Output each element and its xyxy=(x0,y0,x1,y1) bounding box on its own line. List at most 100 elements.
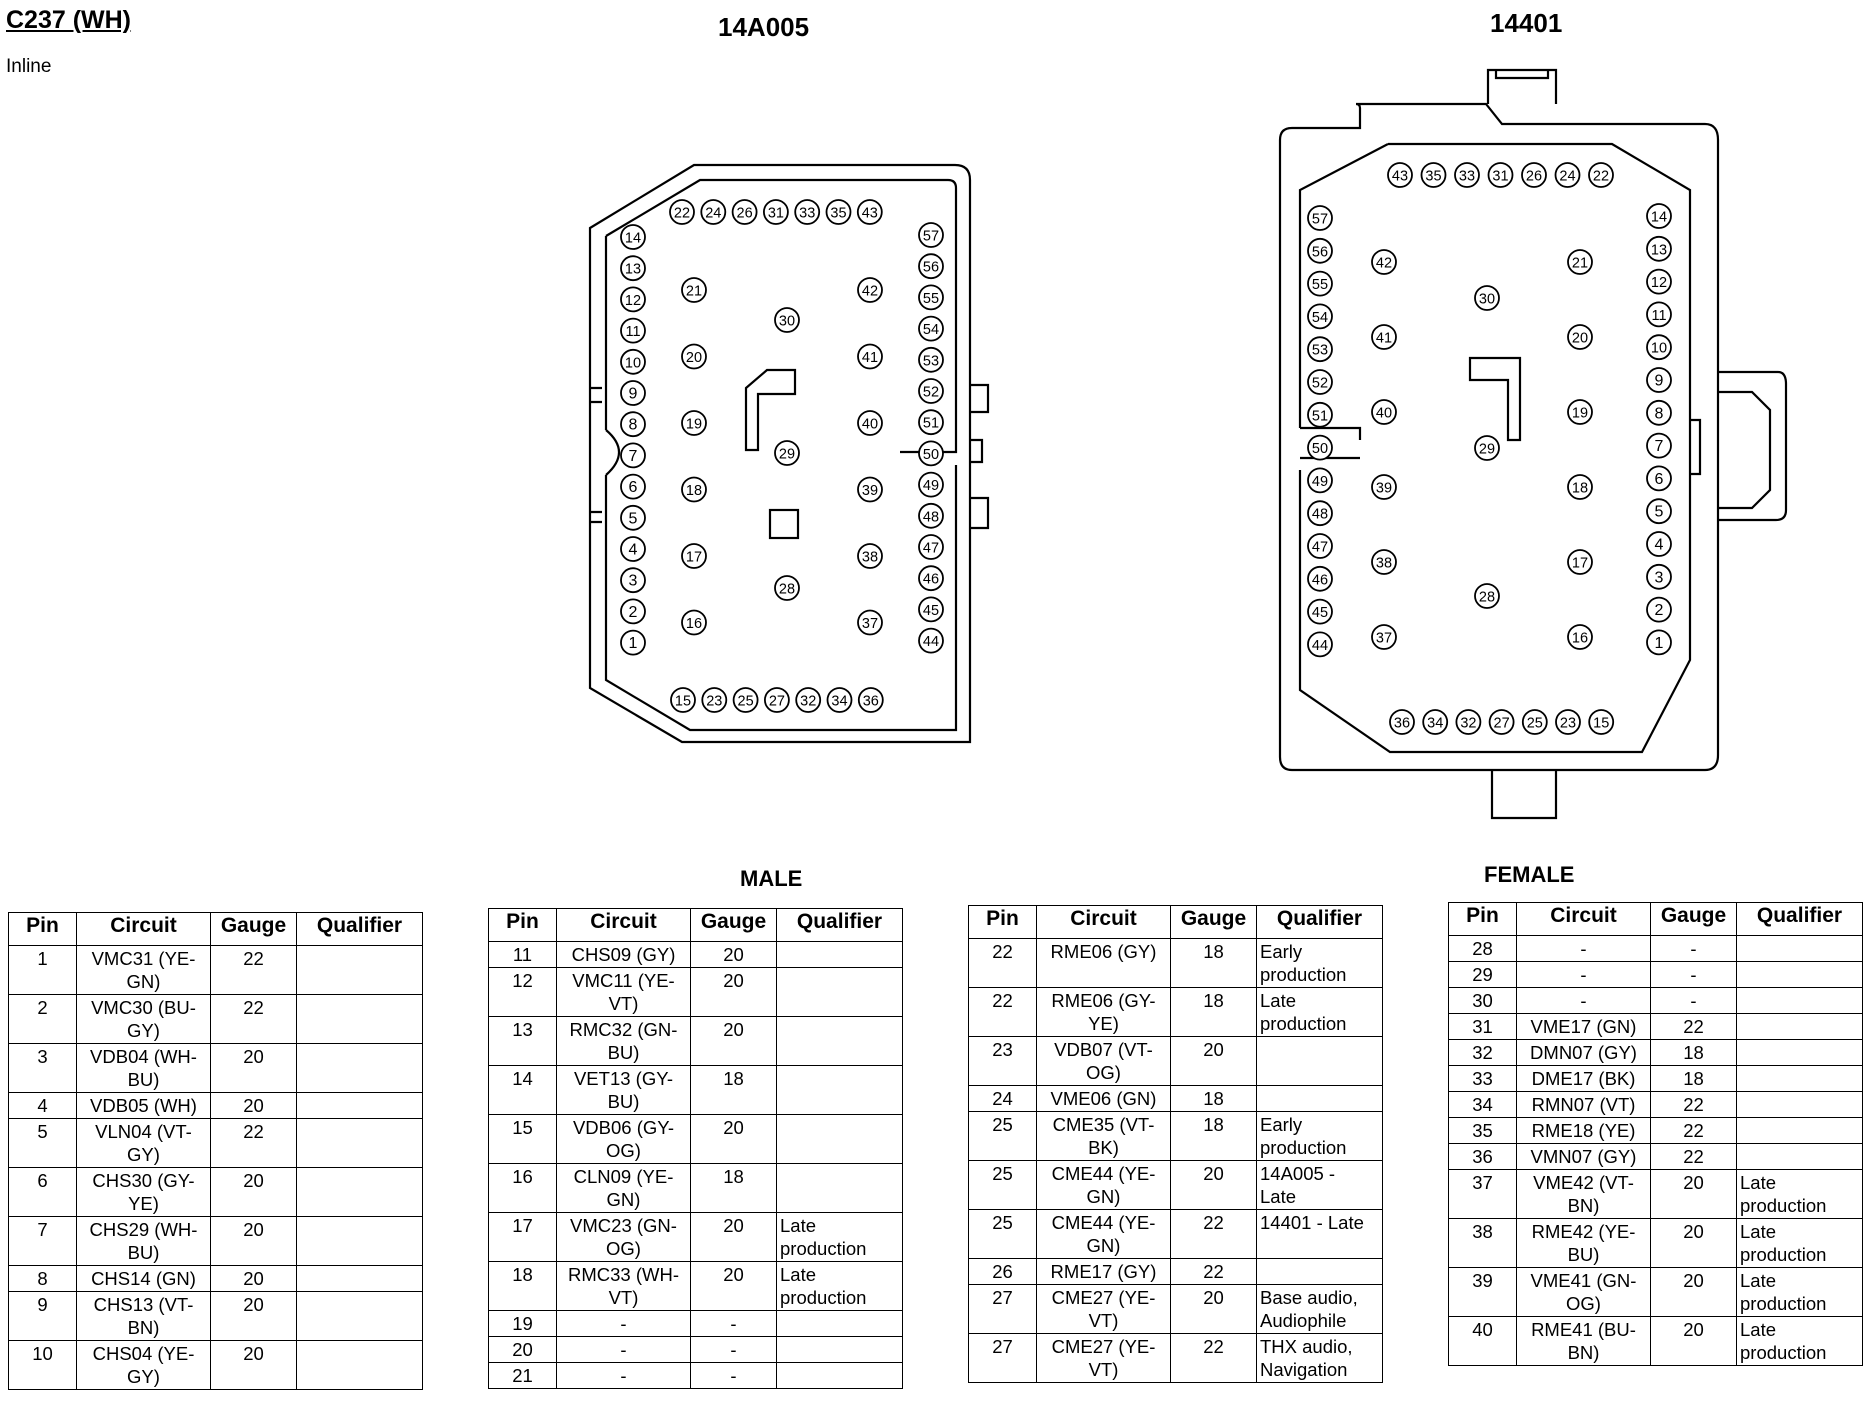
circuit-cell: VLN04 (VT-GY) xyxy=(76,1118,211,1168)
circuit-cell: RMC32 (GN-BU) xyxy=(556,1016,691,1066)
male-pin-label-51: 51 xyxy=(923,416,939,432)
female-pin-label-10: 10 xyxy=(1651,341,1667,357)
female-pin-label-24: 24 xyxy=(1559,169,1575,185)
male-pin-26 xyxy=(731,199,758,225)
female-pin-8 xyxy=(1646,399,1672,426)
pin-cell: 12 xyxy=(488,967,557,1017)
female-pin-label-55: 55 xyxy=(1312,277,1328,293)
female-pin-4 xyxy=(1646,531,1672,557)
female-top-tab xyxy=(1486,68,1558,104)
qualifier-cell xyxy=(1256,1258,1383,1285)
circuit-cell: - xyxy=(1516,961,1651,988)
female-pin-52 xyxy=(1307,369,1333,395)
male-pin-40 xyxy=(857,410,883,436)
female-pin-label-52: 52 xyxy=(1312,376,1328,392)
male-pin-27 xyxy=(764,687,790,713)
female-pin-7 xyxy=(1646,432,1672,459)
male-pin-54 xyxy=(918,315,944,342)
female-pin-5 xyxy=(1646,498,1672,525)
pin-cell: 27 xyxy=(968,1284,1037,1334)
male-pin-38 xyxy=(857,543,883,569)
male-pin-37 xyxy=(857,609,883,636)
female-pin-30 xyxy=(1474,285,1500,311)
circuit-cell: - xyxy=(556,1362,691,1389)
male-pin-label-41: 41 xyxy=(862,350,878,366)
female-pin-33 xyxy=(1454,162,1480,188)
female-pin-label-38: 38 xyxy=(1376,556,1392,572)
gauge-cell: - xyxy=(1650,987,1737,1014)
female-pin-label-1: 1 xyxy=(1655,635,1664,652)
pin-cell: 18 xyxy=(488,1261,557,1311)
pin-cell: 37 xyxy=(1448,1169,1517,1219)
male-pin-label-16: 16 xyxy=(686,616,702,632)
circuit-cell: CME27 (YE-VT) xyxy=(1036,1333,1171,1383)
female-pin-46 xyxy=(1307,565,1333,592)
table-row: 20-- xyxy=(488,1336,903,1363)
male-pin-label-19: 19 xyxy=(686,417,702,433)
header-circuit: Circuit xyxy=(556,908,691,942)
male-pin-12 xyxy=(620,286,646,313)
qualifier-cell: THX audio,Navigation xyxy=(1256,1333,1383,1383)
female-pin-label-20: 20 xyxy=(1572,331,1588,347)
circuit-cell: VMC30 (BU-GY) xyxy=(76,994,211,1044)
female-bottom-tab xyxy=(1490,770,1558,820)
male-pin-label-50: 50 xyxy=(923,447,939,463)
male-pin-label-22: 22 xyxy=(674,206,690,222)
header-circuit: Circuit xyxy=(1036,905,1171,939)
circuit-cell: DME17 (BK) xyxy=(1516,1065,1651,1092)
male-pin-label-53: 53 xyxy=(923,353,939,369)
header-pin: Pin xyxy=(488,908,557,942)
qualifier-cell xyxy=(776,1336,903,1363)
circuit-cell: VDB07 (VT-OG) xyxy=(1036,1036,1171,1086)
female-pin-label-26: 26 xyxy=(1526,169,1542,185)
header-gauge: Gauge xyxy=(210,912,297,946)
male-pin-16 xyxy=(681,609,707,636)
male-pin-label-2: 2 xyxy=(629,604,638,621)
gauge-cell: 18 xyxy=(690,1163,777,1213)
female-center-key xyxy=(1468,356,1522,442)
qualifier-cell xyxy=(776,941,903,968)
qualifier-cell xyxy=(1736,961,1863,988)
connector-title: C237 (WH) xyxy=(6,6,132,34)
male-pin-3 xyxy=(620,567,646,594)
male-pin-label-37: 37 xyxy=(862,616,878,632)
female-pin-label-51: 51 xyxy=(1312,408,1328,424)
pin-cell: 24 xyxy=(968,1085,1037,1112)
female-pin-56 xyxy=(1307,237,1333,264)
gauge-cell: 20 xyxy=(1170,1160,1257,1210)
pin-cell: 7 xyxy=(8,1216,77,1266)
qualifier-cell xyxy=(776,1016,903,1066)
male-pin-4 xyxy=(620,536,646,562)
female-pin-20 xyxy=(1567,324,1593,350)
female-pin-12 xyxy=(1646,268,1672,295)
gauge-cell: 22 xyxy=(210,994,297,1044)
male-pin-label-56: 56 xyxy=(923,260,939,276)
pin-cell: 25 xyxy=(968,1209,1037,1259)
pin-cell: 13 xyxy=(488,1016,557,1066)
male-pin-33 xyxy=(794,199,821,225)
male-pin-label-10: 10 xyxy=(625,355,641,371)
qualifier-cell xyxy=(1736,1039,1863,1066)
male-pin-53 xyxy=(918,346,944,373)
pin-cell: 14 xyxy=(488,1065,557,1115)
male-pin-label-9: 9 xyxy=(629,386,638,403)
